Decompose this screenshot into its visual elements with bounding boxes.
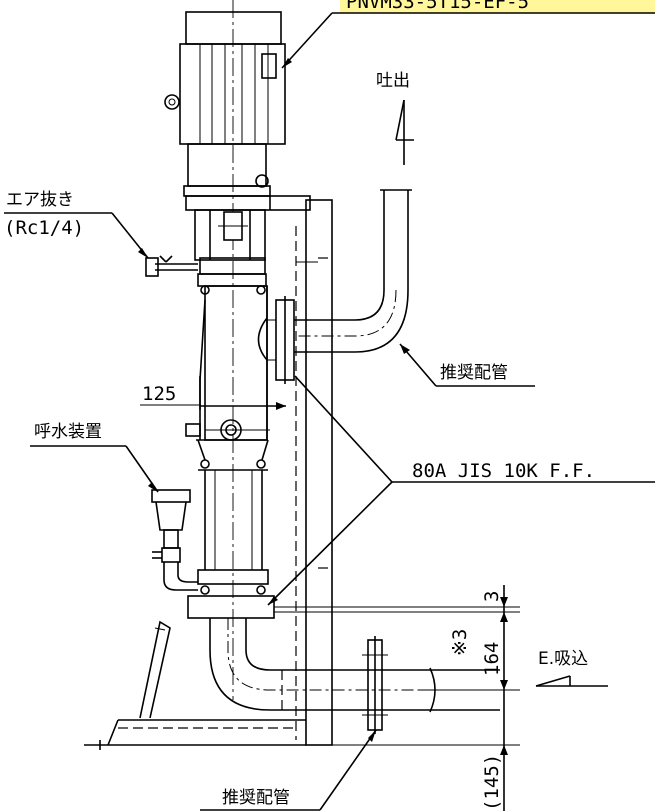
discharge-flange — [267, 296, 295, 384]
flange-spec: 80A JIS 10K F.F. — [267, 375, 655, 606]
recommended-piping-upper: 推奨配管 — [440, 363, 508, 383]
pump-casing — [185, 273, 270, 471]
bracket — [194, 209, 266, 275]
air-vent: エア抜き (Rc1/4) — [4, 190, 198, 277]
base-plate — [84, 620, 306, 750]
priming-label: 呼水装置 — [34, 422, 102, 442]
suction-piping: 推奨配管 — [200, 618, 500, 811]
priming-device: 呼水装置 — [30, 422, 198, 591]
motor — [164, 11, 311, 211]
model-label: PNVM33-5T15-EF-5 — [281, 0, 655, 69]
vertical-dimensions: 3 164 ※3 (145) — [274, 585, 520, 811]
dim-3-text: 3 — [481, 591, 503, 602]
model-label-text: PNVM33-5T15-EF-5 — [346, 0, 529, 13]
dimension-125: 125 — [140, 376, 286, 410]
dim-125-text: 125 — [142, 383, 176, 405]
discharge-arrow: 吐出 — [376, 71, 414, 165]
air-vent-size: (Rc1/4) — [4, 217, 84, 239]
recommended-piping-lower: 推奨配管 — [222, 788, 290, 808]
support-frame — [295, 199, 333, 746]
air-vent-label: エア抜き — [6, 190, 74, 210]
column-section — [187, 470, 275, 619]
suction-label: E.吸込 — [538, 649, 588, 669]
model-label-highlight — [340, 0, 655, 13]
dim-145-text: (145) — [481, 754, 503, 811]
flange-spec-text: 80A JIS 10K F.F. — [412, 460, 595, 482]
note-mark: ※3 — [449, 629, 471, 656]
suction-arrow: E.吸込 — [535, 649, 608, 687]
dim-164-text: 164 — [481, 642, 503, 676]
upper-piping: 推奨配管 — [294, 189, 535, 387]
discharge-label: 吐出 — [376, 71, 410, 91]
